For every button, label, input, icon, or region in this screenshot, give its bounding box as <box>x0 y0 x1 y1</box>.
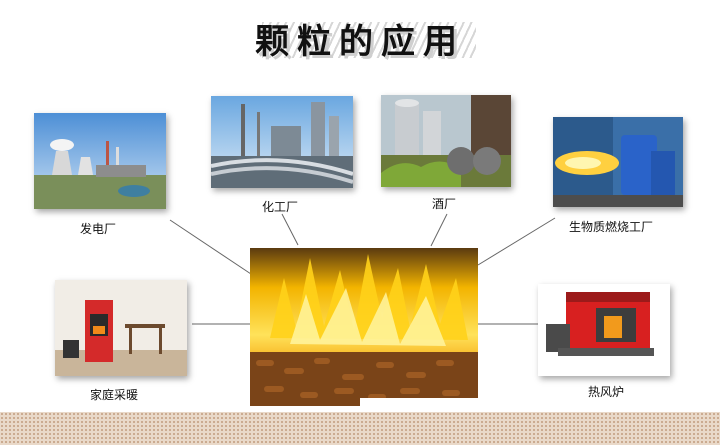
home-stove-image <box>55 280 187 376</box>
connector-biomass <box>477 217 556 266</box>
label-power-plant: 发电厂 <box>80 222 117 236</box>
home-stove-card <box>55 280 187 376</box>
label-winery: 酒厂 <box>432 197 457 211</box>
biomass-burner-card <box>553 117 683 207</box>
footer-white-band <box>360 398 720 414</box>
hot-air-furnace-image <box>538 284 670 376</box>
label-home-heating: 家庭采暖 <box>90 388 139 402</box>
power-plant-card <box>34 113 166 209</box>
title-text: 颗粒的应用 <box>255 22 465 62</box>
chemical-plant-image <box>211 96 353 188</box>
connector-winery <box>430 213 448 247</box>
biomass-burner-image <box>553 117 683 207</box>
connector-chemical-plant <box>281 213 299 246</box>
label-hot-air-furnace: 热风炉 <box>588 385 625 399</box>
label-biomass: 生物质燃烧工厂 <box>569 220 654 234</box>
label-chemical-plant: 化工厂 <box>262 200 299 214</box>
burning-pellets-image <box>250 248 478 406</box>
connector-power-plant <box>169 219 255 277</box>
winery-image <box>381 95 511 187</box>
winery-card <box>381 95 511 187</box>
page-title: 颗粒的应用 <box>0 14 720 63</box>
power-plant-image <box>34 113 166 209</box>
hot-air-furnace-card <box>538 284 670 376</box>
footer-pattern <box>0 412 720 445</box>
chemical-plant-card <box>211 96 353 188</box>
center-image-frame <box>250 248 478 406</box>
